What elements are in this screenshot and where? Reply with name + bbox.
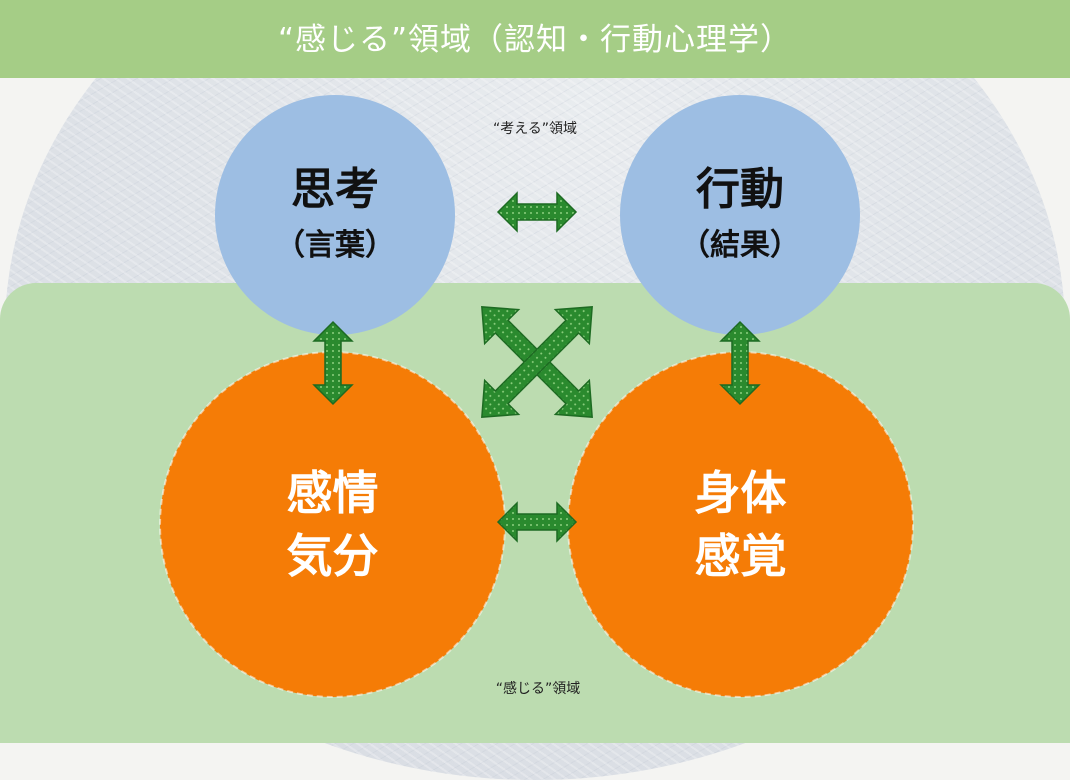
double-arrow-icon xyxy=(312,320,354,406)
cross-arrows-icon xyxy=(481,306,593,418)
arrow-layer xyxy=(312,191,761,543)
body-node: 身体 感覚 xyxy=(567,351,914,698)
emotion-node: 感情 気分 xyxy=(159,351,506,698)
feeling-region-label: “感じる”領域 xyxy=(495,681,581,697)
double-arrow-icon xyxy=(496,191,578,233)
page-title: “感じる”領域（認知・行動心理学） xyxy=(277,21,793,58)
double-arrow-icon xyxy=(496,501,578,543)
thought-title: 思考 xyxy=(291,163,379,215)
emotion-line2: 気分 xyxy=(286,528,379,583)
action-title: 行動 xyxy=(696,163,784,215)
body-line1: 身体 xyxy=(694,466,787,521)
thought-subtitle: （言葉） xyxy=(275,228,395,264)
thinking-region-label: “考える”領域 xyxy=(492,121,578,137)
header-banner: “感じる”領域（認知・行動心理学） xyxy=(0,0,1070,78)
double-arrow-icon xyxy=(719,320,761,406)
body-line2: 感覚 xyxy=(694,528,787,583)
emotion-line1: 感情 xyxy=(286,466,379,521)
action-node: 行動 （結果） xyxy=(620,95,860,335)
thought-node: 思考 （言葉） xyxy=(215,95,455,335)
action-subtitle: （結果） xyxy=(680,228,800,264)
